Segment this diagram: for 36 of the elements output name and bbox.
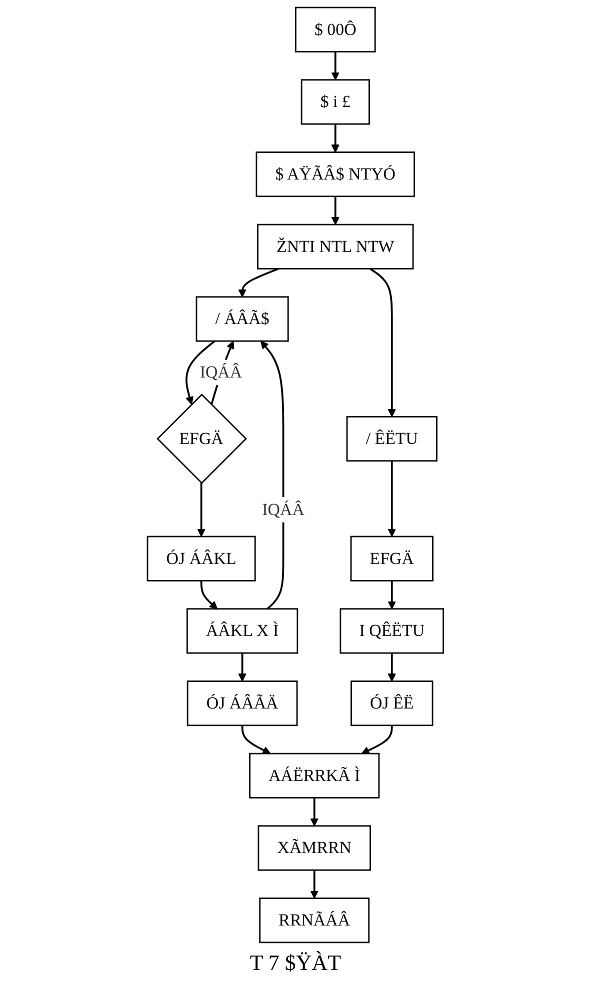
node-box: ÓJ ÁÂKL (146, 536, 256, 582)
node-box: ÓJ ÊË (350, 680, 434, 726)
arrow (186, 340, 216, 405)
arrow (197, 482, 206, 537)
edge-label: IQÁÂ (200, 362, 242, 382)
node-box: XÃMRRN (258, 825, 372, 871)
node-box: / ÊËTU (346, 416, 438, 462)
arrow (241, 725, 271, 754)
figure-caption: T 7 $ŸÀT (250, 950, 342, 976)
node-box: ŽNTI NTL NTW (257, 224, 414, 270)
node-box: EFGÄ (350, 536, 434, 582)
edge-label: IQÁÂ (262, 500, 305, 519)
node-box: RRNÃÁÂ (259, 898, 370, 944)
arrow (388, 580, 396, 610)
node-box: $ 00Ô (295, 6, 376, 52)
arrow (310, 870, 319, 899)
node-box: $ i £ (300, 79, 370, 125)
node-box: / ÁÂÃ$ (196, 296, 289, 342)
arrow (331, 52, 340, 80)
node-box: I QÊËTU (340, 608, 444, 654)
node-box: $ AŸÃÂ$ NTYÓ (256, 152, 416, 198)
arrow (369, 268, 396, 418)
arrow (310, 798, 319, 826)
node-box: ÓJ ÁÂÃÄ (186, 680, 298, 726)
arrow (238, 268, 279, 298)
arrow (331, 124, 340, 153)
arrow (331, 196, 340, 225)
arrow (388, 653, 396, 682)
node-box: AÁËRRKÃ Ì (249, 752, 380, 798)
arrow (361, 725, 393, 754)
arrow (260, 340, 284, 610)
arrow (200, 580, 218, 610)
arrow (388, 460, 396, 537)
node-diamond: EFGÄ (156, 394, 248, 484)
arrow (238, 653, 247, 682)
node-box: ÁÂKL X Ì (186, 608, 298, 654)
